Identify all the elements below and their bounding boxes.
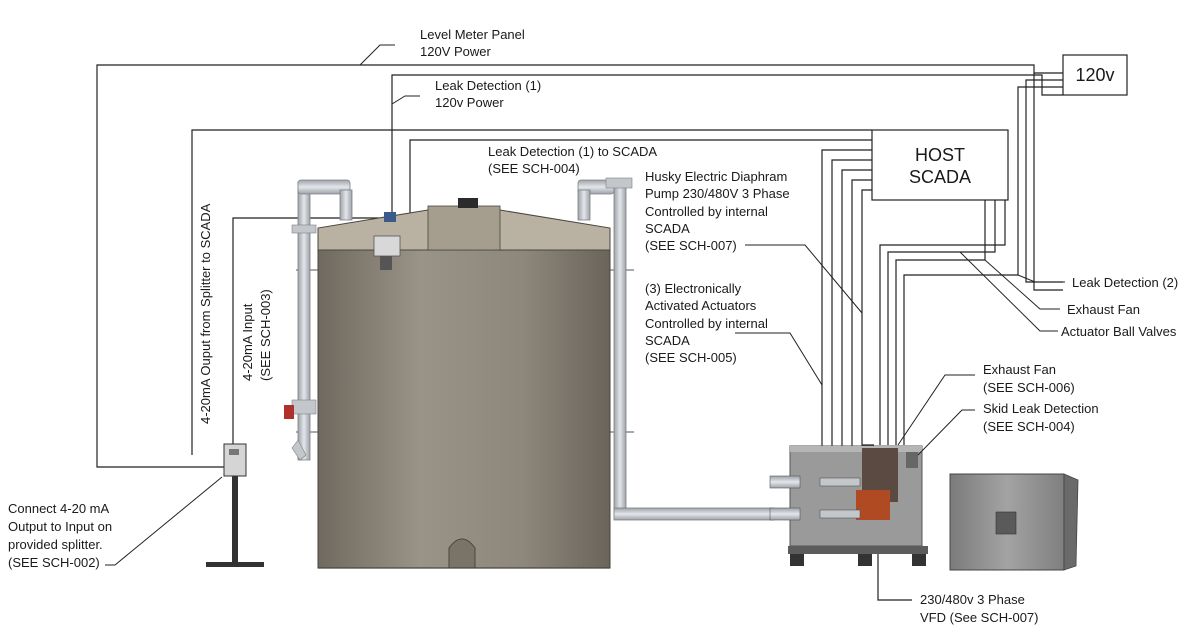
vfd-cabinet <box>949 473 1079 571</box>
splitter-to-scada-wire <box>191 129 872 455</box>
exhaust-skid-label-2: (SEE SCH-006) <box>983 380 1075 395</box>
splitter-output-label: 4-20mA Ouput from Splitter to SCADA <box>198 203 213 424</box>
left-pipe <box>284 179 353 461</box>
host-scada-label-1: HOST <box>915 145 965 165</box>
valve-handle <box>284 405 294 419</box>
level-sensor <box>373 212 401 270</box>
input-label-2: (SEE SCH-003) <box>258 289 273 381</box>
exhaust-fan-label: Exhaust Fan <box>1067 302 1140 317</box>
actuators-label-1: (3) Electronically <box>645 281 742 296</box>
scada-skid-wire-5 <box>861 189 874 446</box>
vfd-label-1: 230/480v 3 Phase <box>920 592 1025 607</box>
actuators-label-3: Controlled by internal <box>645 316 768 331</box>
power-wire-b <box>1025 79 1063 283</box>
tank-manway <box>427 205 501 251</box>
leader-lines <box>105 44 1065 566</box>
right-pipe <box>577 177 775 521</box>
input-label-1: 4-20mA Input <box>240 303 255 381</box>
power-wire-c <box>1017 86 1063 275</box>
husky-label-4: SCADA <box>645 221 690 236</box>
level-meter-label-2: 120V Power <box>420 44 491 59</box>
connect-label-2: Output to Input on <box>8 519 112 534</box>
connect-label-3: provided splitter. <box>8 537 103 552</box>
leak-power-label-2: 120v Power <box>435 95 504 110</box>
scada-skid-wire-9 <box>903 274 1018 445</box>
tank-vent <box>458 198 478 208</box>
level-meter-label-1: Level Meter Panel <box>420 27 525 42</box>
leak-scada-label-2: (SEE SCH-004) <box>488 161 580 176</box>
leak-scada-label-1: Leak Detection (1) to SCADA <box>488 144 657 159</box>
leak-detection-2-label: Leak Detection (2) <box>1072 275 1178 290</box>
husky-label-5: (SEE SCH-007) <box>645 238 737 253</box>
level-meter-power-wire <box>96 64 1063 468</box>
connect-label-4: (SEE SCH-002) <box>8 555 100 570</box>
husky-label-1: Husky Electric Diaphram <box>645 169 787 184</box>
level-meter-stand <box>206 443 264 567</box>
leak1-to-scada-wire <box>409 139 872 232</box>
leak-power-label-1: Leak Detection (1) <box>435 78 541 93</box>
vfd-label-2: VFD (See SCH-007) <box>920 610 1038 625</box>
husky-label-3: Controlled by internal <box>645 204 768 219</box>
scada-skid-wire-6 <box>879 200 1006 445</box>
actuator-ball-valves-label: Actuator Ball Valves <box>1061 324 1177 339</box>
cabinet-vent <box>995 511 1017 535</box>
annotations: Level Meter Panel 120V Power Leak Detect… <box>8 27 1178 625</box>
exhaust-skid-label-1: Exhaust Fan <box>983 362 1056 377</box>
scada-skid-wire-1 <box>821 149 872 471</box>
connect-label-1: Connect 4-20 mA <box>8 501 109 516</box>
actuators-label-4: SCADA <box>645 333 690 348</box>
husky-label-2: Pump 230/480V 3 Phase <box>645 186 790 201</box>
skid-leak-label-1: Skid Leak Detection <box>983 401 1099 416</box>
input-4-20-wire <box>232 217 390 452</box>
storage-tank <box>296 198 634 569</box>
skid-leak-label-2: (SEE SCH-004) <box>983 419 1075 434</box>
power-wire-a <box>1033 73 1063 291</box>
scada-skid-wire-8 <box>895 200 986 445</box>
wiring <box>96 64 1063 601</box>
pump-skid <box>769 445 928 566</box>
host-scada-box <box>871 129 1009 201</box>
scada-skid-wire-3 <box>841 169 872 457</box>
scada-skid-wire-7 <box>887 200 996 445</box>
power-120v-label: 120v <box>1075 65 1114 85</box>
host-scada-label-2: SCADA <box>909 167 971 187</box>
actuators-label-5: (SEE SCH-005) <box>645 350 737 365</box>
power-120v-box <box>1062 54 1128 96</box>
diaphragm-pump <box>856 490 890 520</box>
actuators-label-2: Activated Actuators <box>645 298 757 313</box>
tank-access-door <box>448 538 476 569</box>
skid-leak-sensor <box>906 452 918 468</box>
leak-power-wire <box>391 74 1063 212</box>
